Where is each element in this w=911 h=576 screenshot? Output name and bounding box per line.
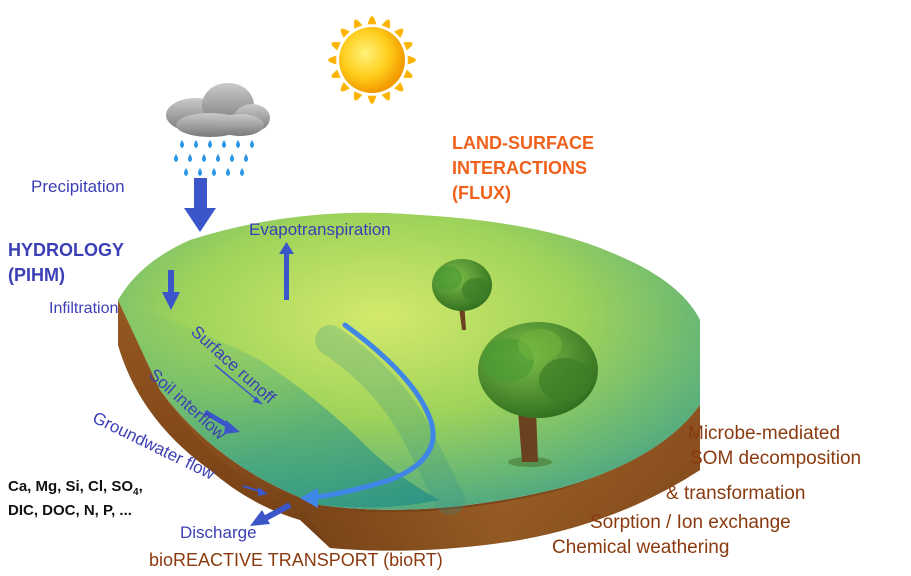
rain-drop (244, 154, 248, 162)
sun-ray (340, 82, 350, 92)
stream-channel-arrow (300, 322, 436, 508)
rain-drop (240, 168, 244, 176)
soil-interflow-arrow (203, 409, 240, 434)
land-surface-label-1: LAND-SURFACE (452, 133, 594, 153)
process-weathering: Chemical weathering (552, 537, 730, 558)
discharge-arrow (250, 502, 292, 526)
rain-drop (236, 140, 240, 148)
sun-ray (328, 55, 337, 65)
discharge-label: Discharge (180, 523, 257, 542)
tree-icon (478, 322, 598, 467)
rain-drop (208, 140, 212, 148)
hydrology-label: HYDROLOGY (8, 240, 125, 260)
process-transformation: & transformation (666, 483, 806, 504)
evapotranspiration-label: Evapotranspiration (249, 220, 391, 239)
soil-block (118, 300, 700, 551)
sun-ray (331, 69, 341, 79)
rain-cloud-icon (166, 83, 270, 176)
precipitation-label: Precipitation (31, 177, 125, 196)
rain-drop (174, 154, 178, 162)
rain-drop (188, 154, 192, 162)
surface-runoff-arrow (214, 364, 263, 405)
rain-drop (194, 140, 198, 148)
rain-drop (222, 140, 226, 148)
sun-ray (381, 91, 391, 101)
infiltration-arrow (162, 270, 180, 310)
land-surface (118, 212, 700, 515)
solutes-line-1: Ca, Mg, Si, Cl, SO4, (8, 478, 143, 499)
sun-ray (353, 19, 363, 29)
evapotranspiration-arrow (279, 242, 294, 300)
rain-drop (180, 140, 184, 148)
sun-ray (367, 95, 377, 104)
sun-ray (394, 82, 404, 92)
tree-icon (432, 259, 492, 330)
rain-drop (198, 168, 202, 176)
rain-drop (230, 154, 234, 162)
sun-ray (340, 28, 350, 38)
solutes-line-1-prefix: Ca, Mg, Si, Cl, SO (8, 478, 134, 495)
infiltration-label: Infiltration (49, 300, 119, 317)
sun-ray (403, 41, 413, 51)
sun-icon (328, 16, 416, 104)
rain-drop (202, 154, 206, 162)
rain-drop (212, 168, 216, 176)
solutes-line-1-suffix: , (138, 478, 143, 495)
sun-ray (394, 28, 404, 38)
land-surface-label-3: (FLUX) (452, 183, 511, 203)
rain-drop (184, 168, 188, 176)
bioreactive-transport-label: bioREACTIVE TRANSPORT (bioRT) (149, 550, 443, 570)
sun-ray (403, 69, 413, 79)
rain-drop (216, 154, 220, 162)
sun-ray (407, 55, 416, 65)
process-som: SOM decomposition (690, 448, 862, 469)
process-microbe: Microbe-mediated (688, 423, 841, 444)
solutes-line-2: DIC, DOC, N, P, ... (8, 502, 132, 519)
pihm-label: (PIHM) (8, 265, 65, 285)
precipitation-arrow (184, 178, 216, 232)
solutes-line-1-subscript: 4 (133, 487, 139, 498)
sun-ray (381, 19, 391, 29)
sun-ray (353, 91, 363, 101)
land-surface-label-2: INTERACTIONS (452, 158, 587, 178)
sun-ray (331, 41, 341, 51)
sun-ray (367, 16, 377, 25)
process-sorption: Sorption / Ion exchange (590, 512, 791, 533)
groundwater-flow-arrow (242, 485, 268, 496)
rain-drop (250, 140, 254, 148)
rain-drop (226, 168, 230, 176)
